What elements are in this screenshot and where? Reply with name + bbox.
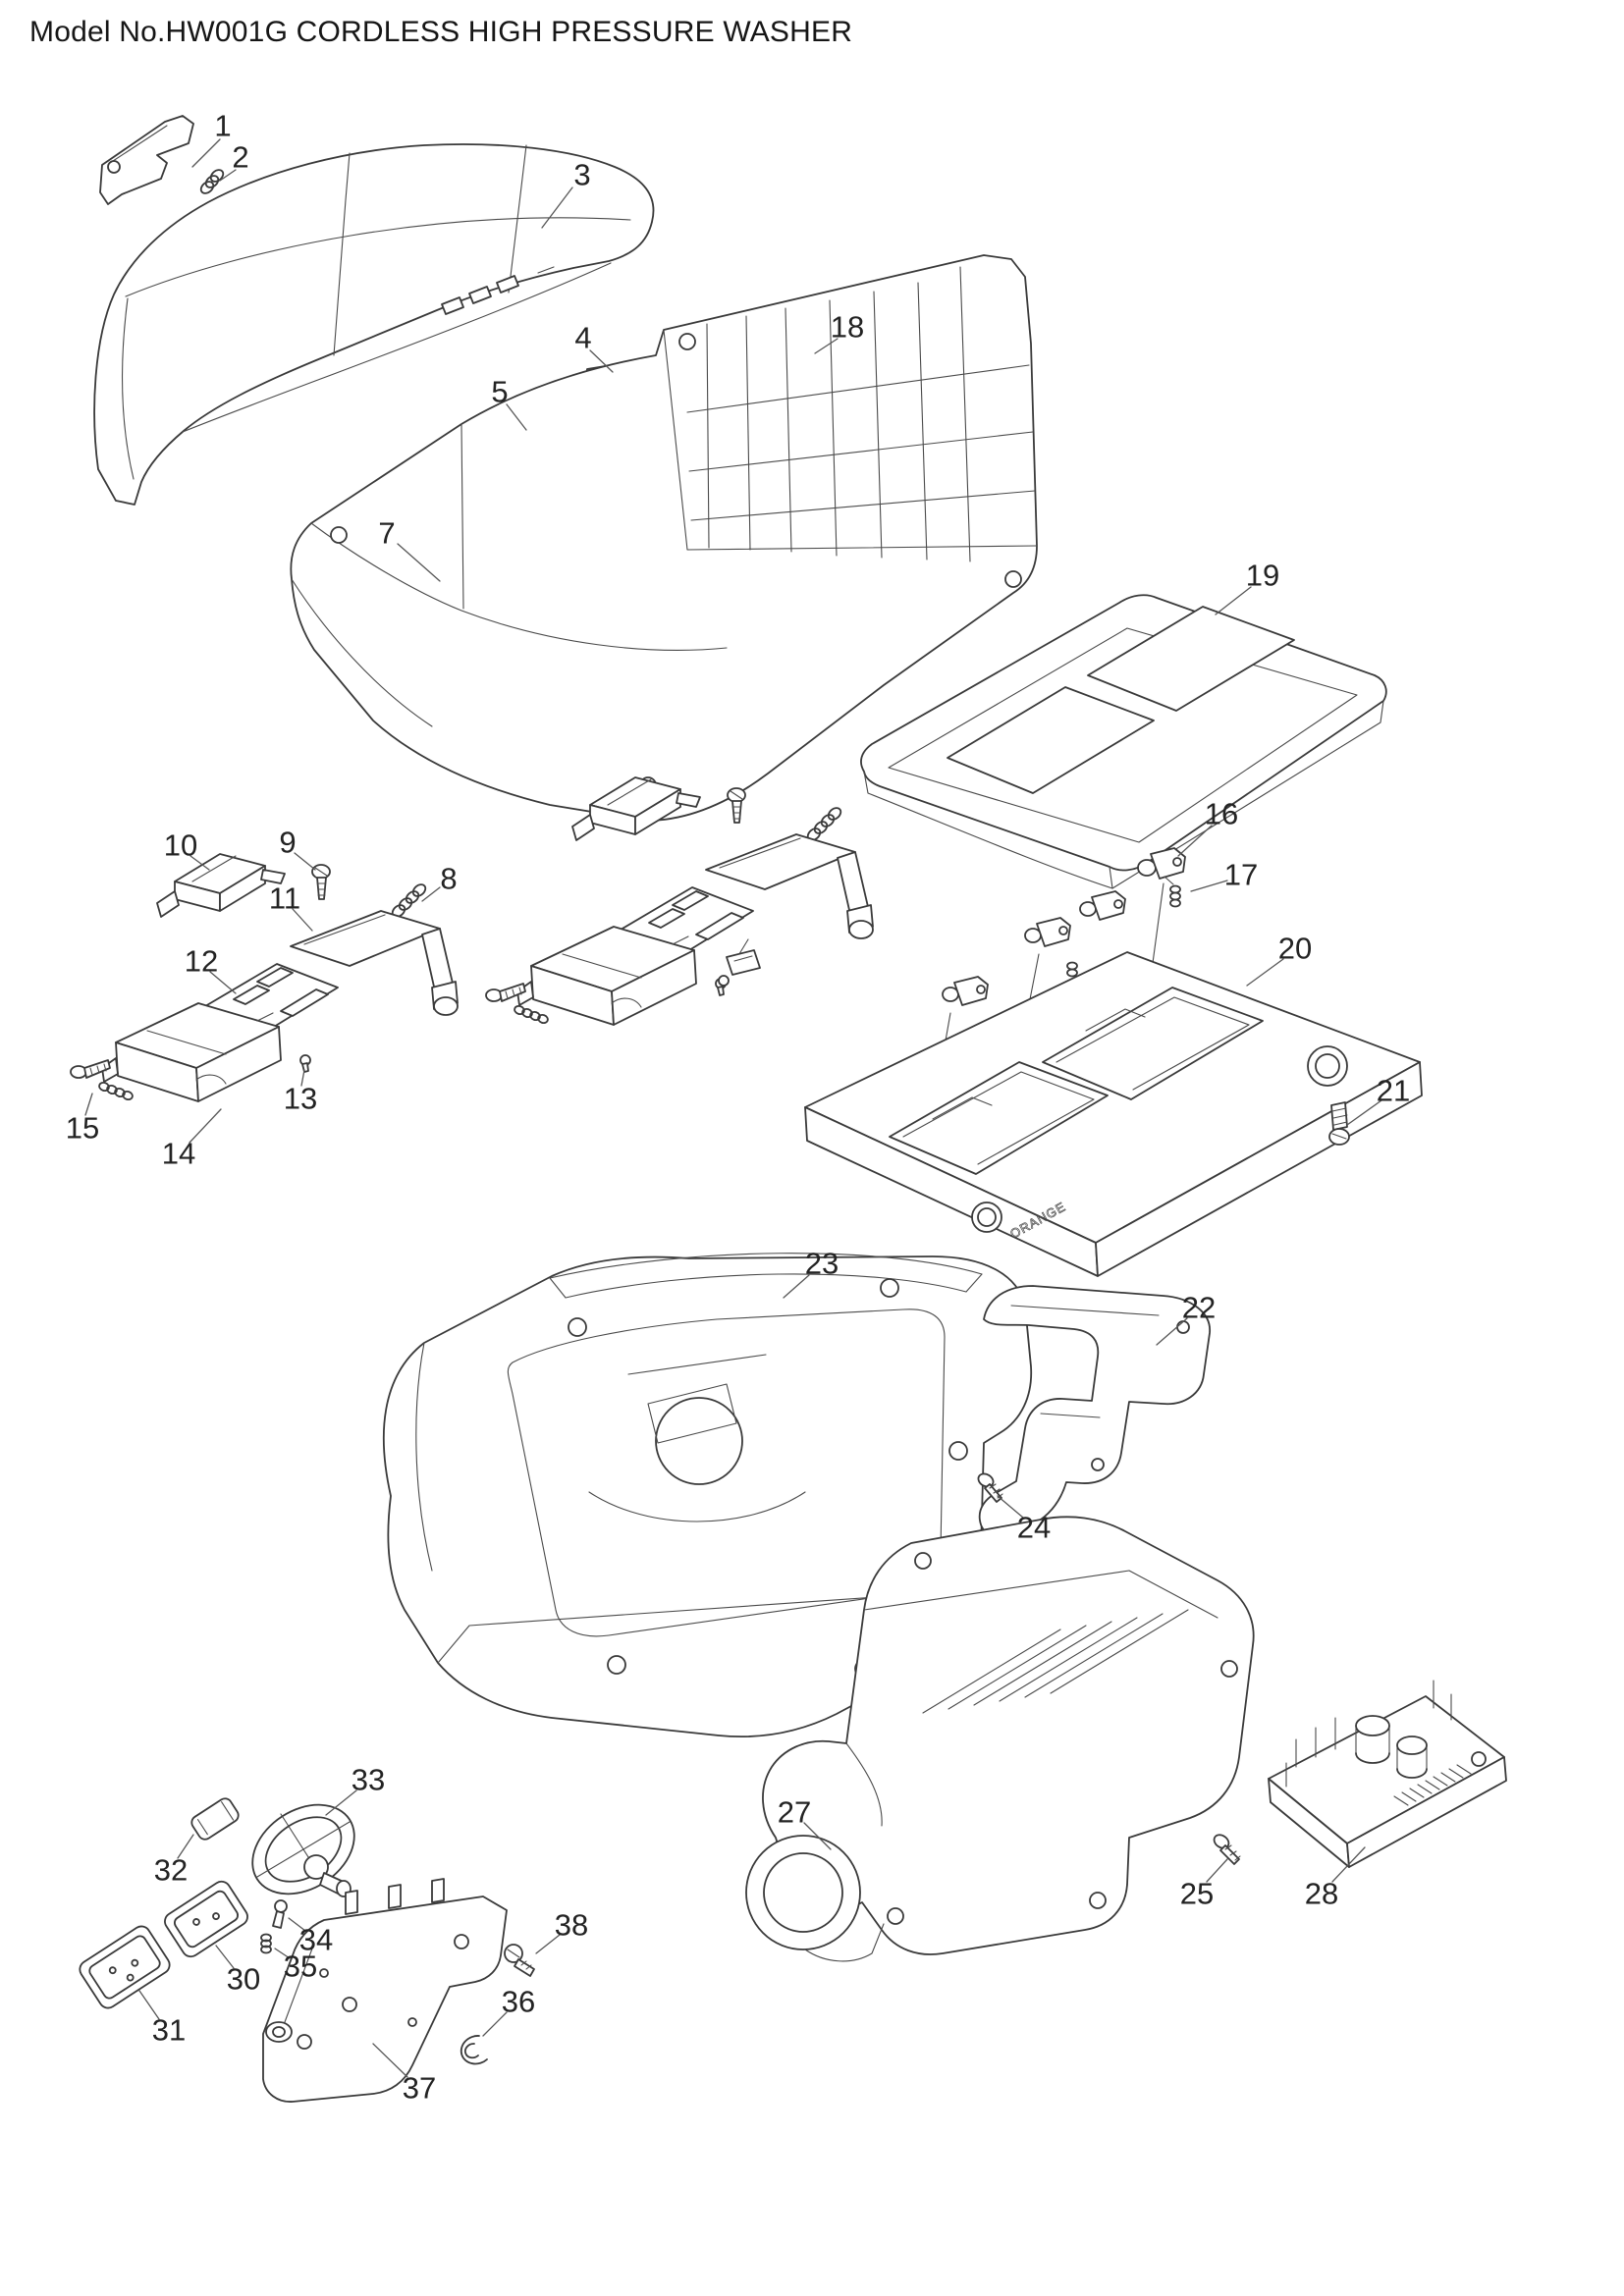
part-label-14: 14 [162,1137,195,1171]
part-label-35: 35 [284,1949,317,1984]
leader-line-15 [84,1093,93,1116]
part-label-12: 12 [185,944,218,979]
leader-line-4 [589,349,614,373]
part-label-34: 34 [299,1923,333,1957]
leader-line-19 [1215,586,1252,615]
part-24-drawing [977,1472,1003,1503]
part-label-18: 18 [831,310,864,345]
part-label-10: 10 [164,828,197,863]
leader-line-16 [1177,825,1213,857]
leader-line-37 [372,2043,408,2078]
part-label-8: 8 [440,862,457,896]
part-label-21: 21 [1377,1074,1410,1108]
leader-line-21 [1346,1099,1382,1126]
part-27-drawing [745,1516,1255,1962]
part-label-7: 7 [378,516,395,551]
part-label-38: 38 [555,1908,588,1943]
leader-line-11 [292,908,313,932]
part-label-19: 19 [1246,559,1279,593]
leader-line-31 [138,1990,160,2020]
part-3-drawing [93,143,655,506]
leader-line-38 [535,1934,561,1954]
leader-line-30 [215,1945,235,1969]
part-2-drawing [199,169,225,194]
part-38-drawing [504,1944,535,1977]
part-7-drawing [290,254,1038,822]
part-label-22: 22 [1182,1291,1216,1325]
part-21-drawing [1328,1101,1350,1146]
part-33-drawing [251,1803,355,1897]
part-30-drawing [164,1880,248,1958]
part-25-drawing [1213,1834,1241,1865]
part-label-24: 24 [1017,1511,1051,1545]
leader-line-14 [189,1108,222,1144]
part-34-drawing [272,1899,288,1929]
part-16-drawing [1137,847,1186,885]
leader-line-9 [294,852,316,871]
part-label-16: 16 [1205,797,1238,831]
part-labels: 1234578910111213141516171819202122232425… [66,109,1410,2106]
part-1-drawing [99,115,194,205]
part-label-25: 25 [1180,1877,1214,1911]
leader-line-5 [506,403,527,431]
part-label-30: 30 [227,1962,260,1997]
leader-line-22 [1156,1317,1188,1346]
leader-line-28 [1331,1846,1366,1883]
page-title: Model No.HW001G CORDLESS HIGH PRESSURE W… [29,16,853,48]
leader-line-35 [274,1948,291,1959]
leader-line-24 [997,1495,1024,1519]
leader-line-25 [1206,1858,1228,1883]
part-31-drawing [79,1925,171,2009]
leader-line-7 [397,543,441,582]
part-label-37: 37 [403,2071,436,2106]
part-label-3: 3 [573,158,590,192]
part-36-drawing [460,2035,488,2065]
part-label-36: 36 [502,1985,535,2019]
leader-line-23 [783,1274,810,1299]
part-19-drawing [860,594,1387,889]
leader-line-2 [219,169,237,182]
part-label-15: 15 [66,1111,99,1146]
leader-line-8 [421,886,441,902]
part-label-2: 2 [232,140,248,175]
part-32-drawing [190,1797,240,1841]
part-label-33: 33 [352,1763,385,1797]
leader-line-27 [803,1822,832,1850]
leader-line-33 [325,1789,357,1816]
part-label-23: 23 [805,1247,839,1281]
part-label-5: 5 [491,375,508,409]
leader-line-20 [1246,958,1284,987]
leader-line-12 [209,971,237,994]
part-35-drawing [260,1933,272,1954]
battery-clamp-set [927,882,1164,1142]
part-17-drawing [1169,884,1181,908]
leader-line-17 [1190,880,1228,892]
part-label-11: 11 [269,881,300,916]
switch-assembly-connector [718,938,761,987]
part-label-1: 1 [214,109,231,143]
part-20-drawing: ORANGE [804,951,1423,1277]
part-label-4: 4 [574,321,591,355]
part-label-31: 31 [152,2013,186,2048]
part-label-13: 13 [284,1082,317,1116]
part-28-drawing [1268,1680,1507,1868]
part-label-17: 17 [1224,858,1258,892]
switch-assembly [70,853,459,1102]
leader-line-13 [300,1069,305,1087]
part-label-27: 27 [778,1795,811,1830]
part-label-28: 28 [1305,1877,1338,1911]
leader-line-3 [541,187,573,229]
leader-line-10 [189,855,210,871]
leader-line-32 [177,1834,194,1859]
part-label-9: 9 [279,826,296,860]
leader-line-36 [482,2011,508,2037]
part-label-32: 32 [154,1853,188,1888]
part-label-20: 20 [1278,932,1312,966]
leader-line-1 [191,138,221,168]
part-37-drawing [262,1878,508,2103]
leader-line-34 [288,1917,306,1932]
leader-line-18 [814,338,839,354]
